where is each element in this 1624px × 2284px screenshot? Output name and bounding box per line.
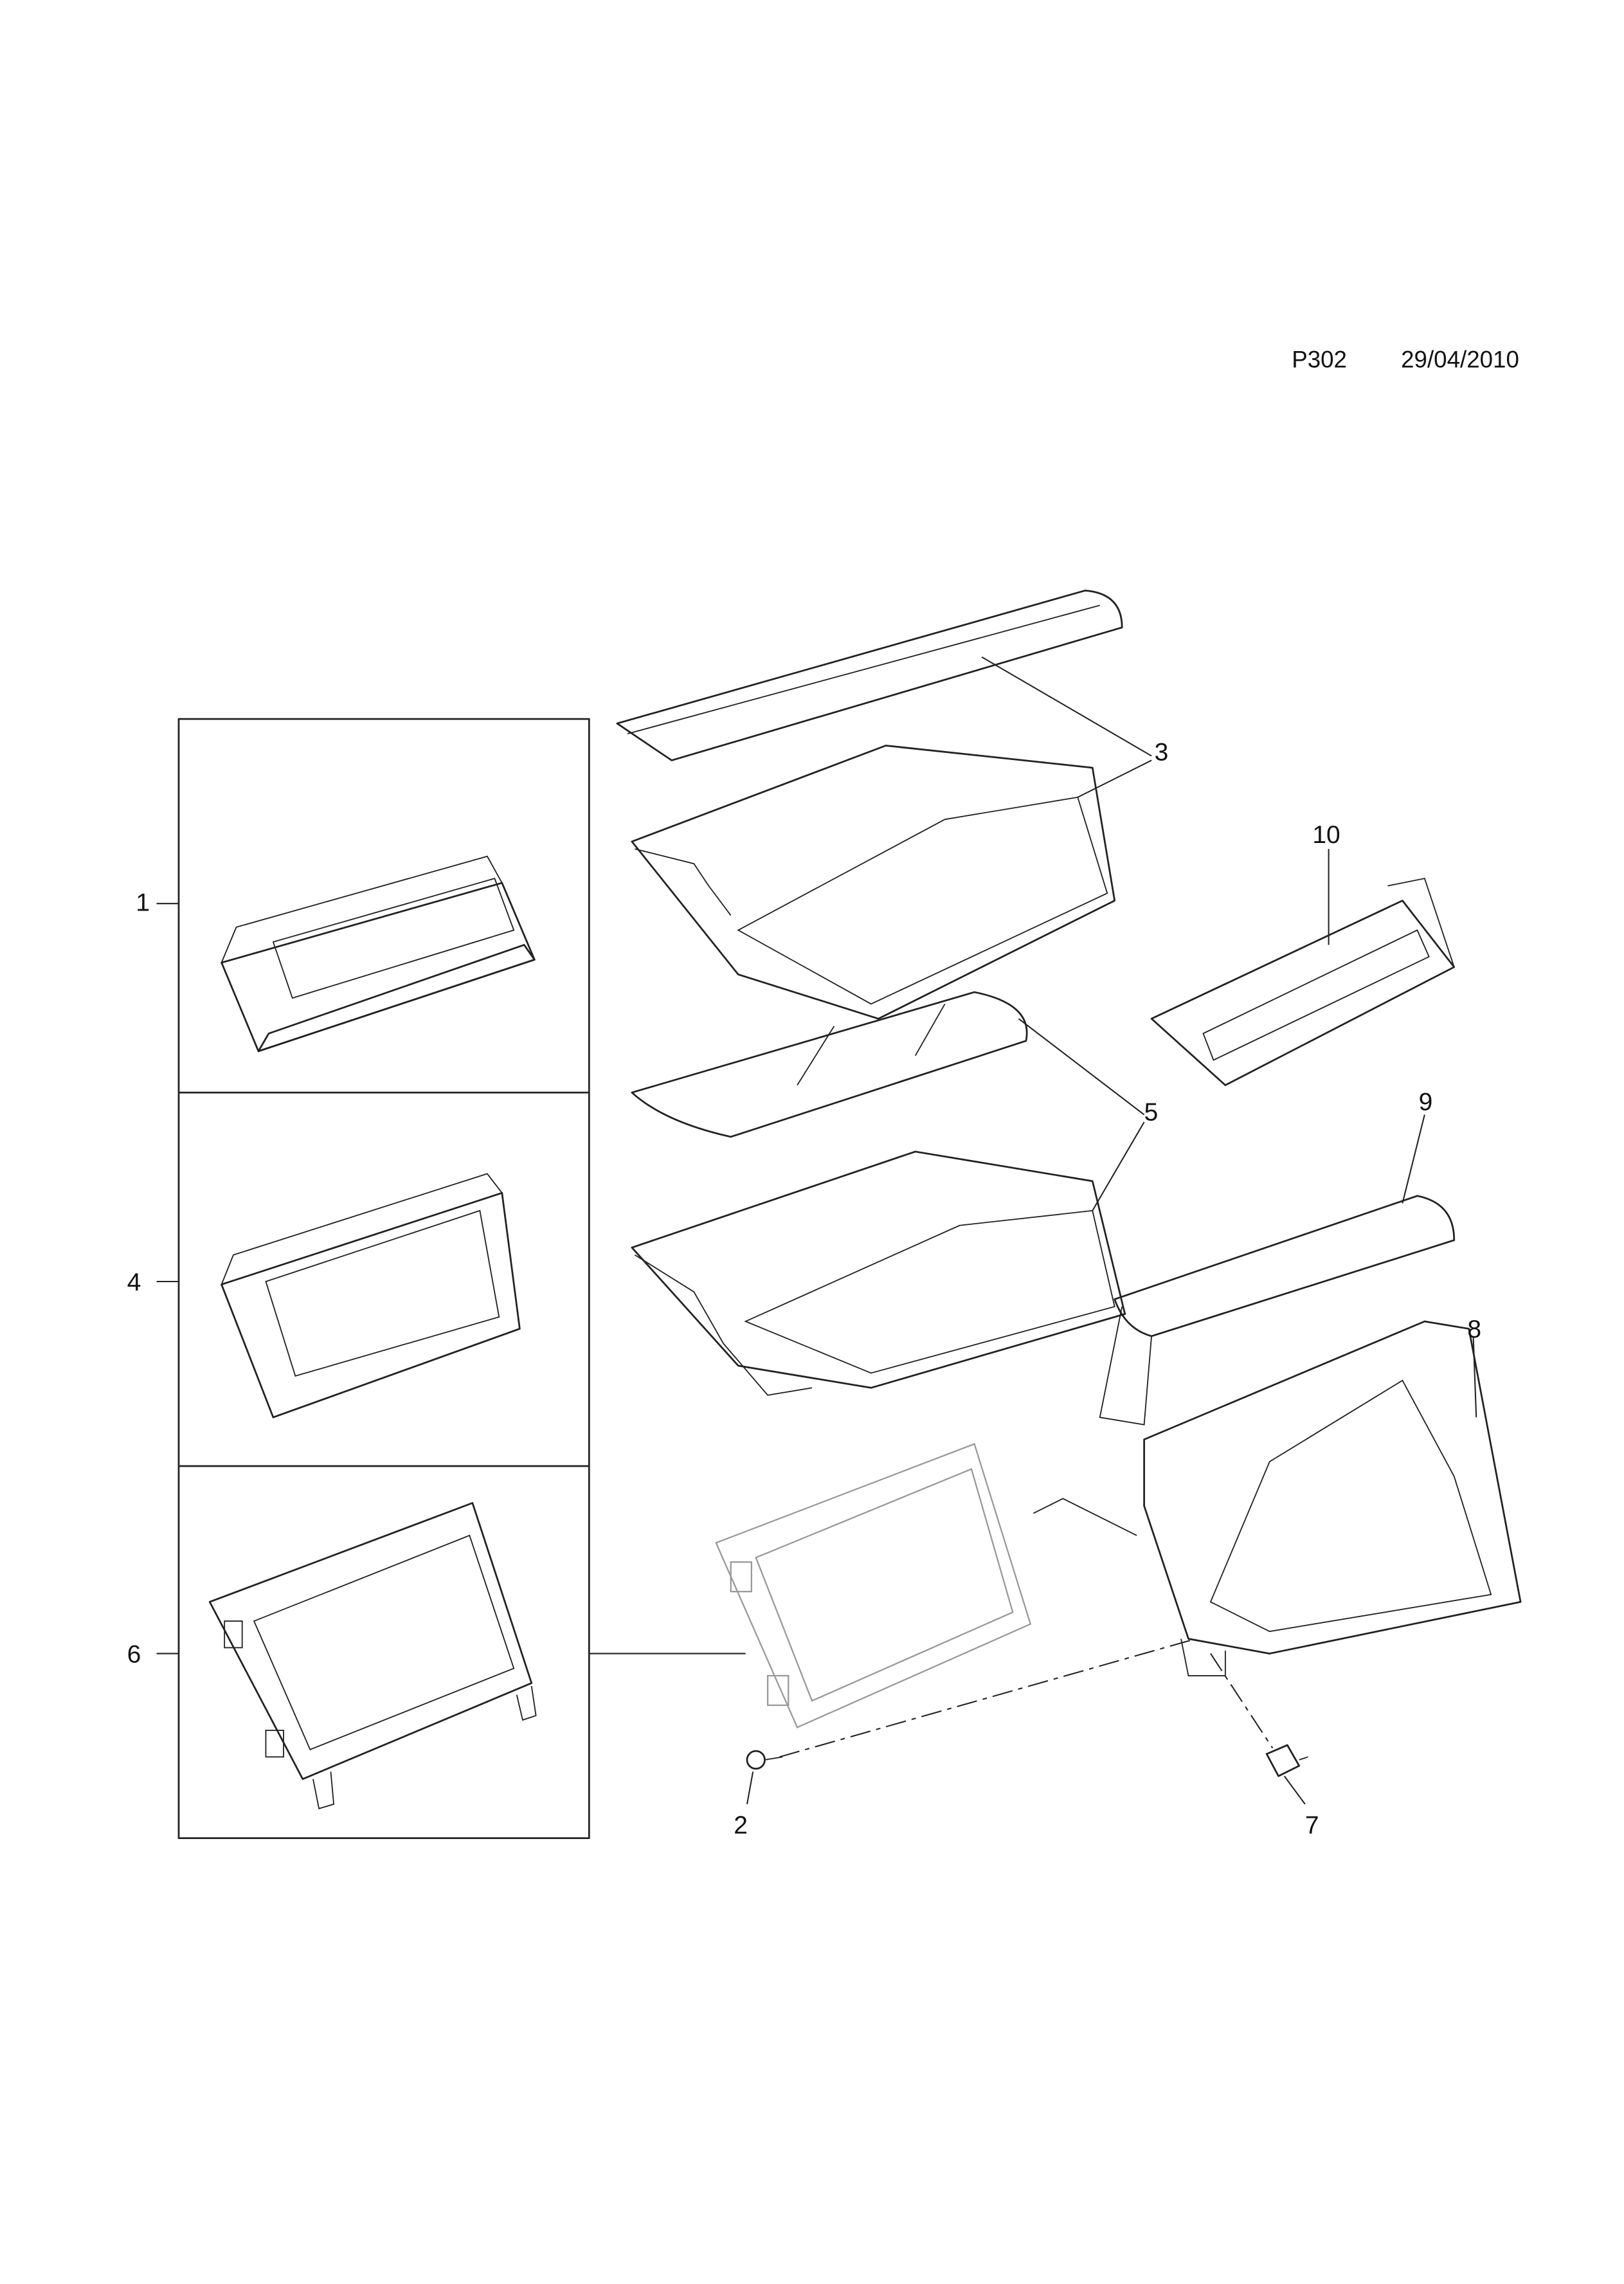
callout-7: 7 xyxy=(1305,1812,1319,1840)
diagram-date: 29/04/2010 xyxy=(1401,347,1519,373)
variant-box-group xyxy=(177,718,590,1839)
part-2-screw[interactable] xyxy=(746,1750,783,1770)
part-8-bezel[interactable] xyxy=(1033,1320,1522,1676)
callout-10: 10 xyxy=(1312,821,1340,849)
part-4-display[interactable] xyxy=(220,1173,521,1418)
part-5-bezel[interactable] xyxy=(631,991,1126,1396)
part-9-cover[interactable] xyxy=(1099,1195,1456,1426)
callout-9: 9 xyxy=(1419,1089,1433,1116)
callout-5: 5 xyxy=(1144,1099,1159,1127)
callout-4: 4 xyxy=(127,1269,141,1296)
part-1-display[interactable] xyxy=(220,855,536,1053)
callout-8: 8 xyxy=(1467,1316,1481,1343)
callout-2: 2 xyxy=(734,1812,748,1840)
callout-1: 1 xyxy=(136,889,150,917)
callout-3: 3 xyxy=(1155,738,1169,766)
part-3-bezel[interactable] xyxy=(616,590,1123,1020)
callout-6: 6 xyxy=(127,1640,141,1668)
part-7-clip[interactable] xyxy=(1265,1744,1308,1777)
part-6-display-installed[interactable] xyxy=(715,1443,1032,1728)
part-6-display[interactable] xyxy=(208,1502,537,1809)
part-10-bracket[interactable] xyxy=(1150,878,1456,1086)
page-code: P302 xyxy=(1292,347,1347,373)
